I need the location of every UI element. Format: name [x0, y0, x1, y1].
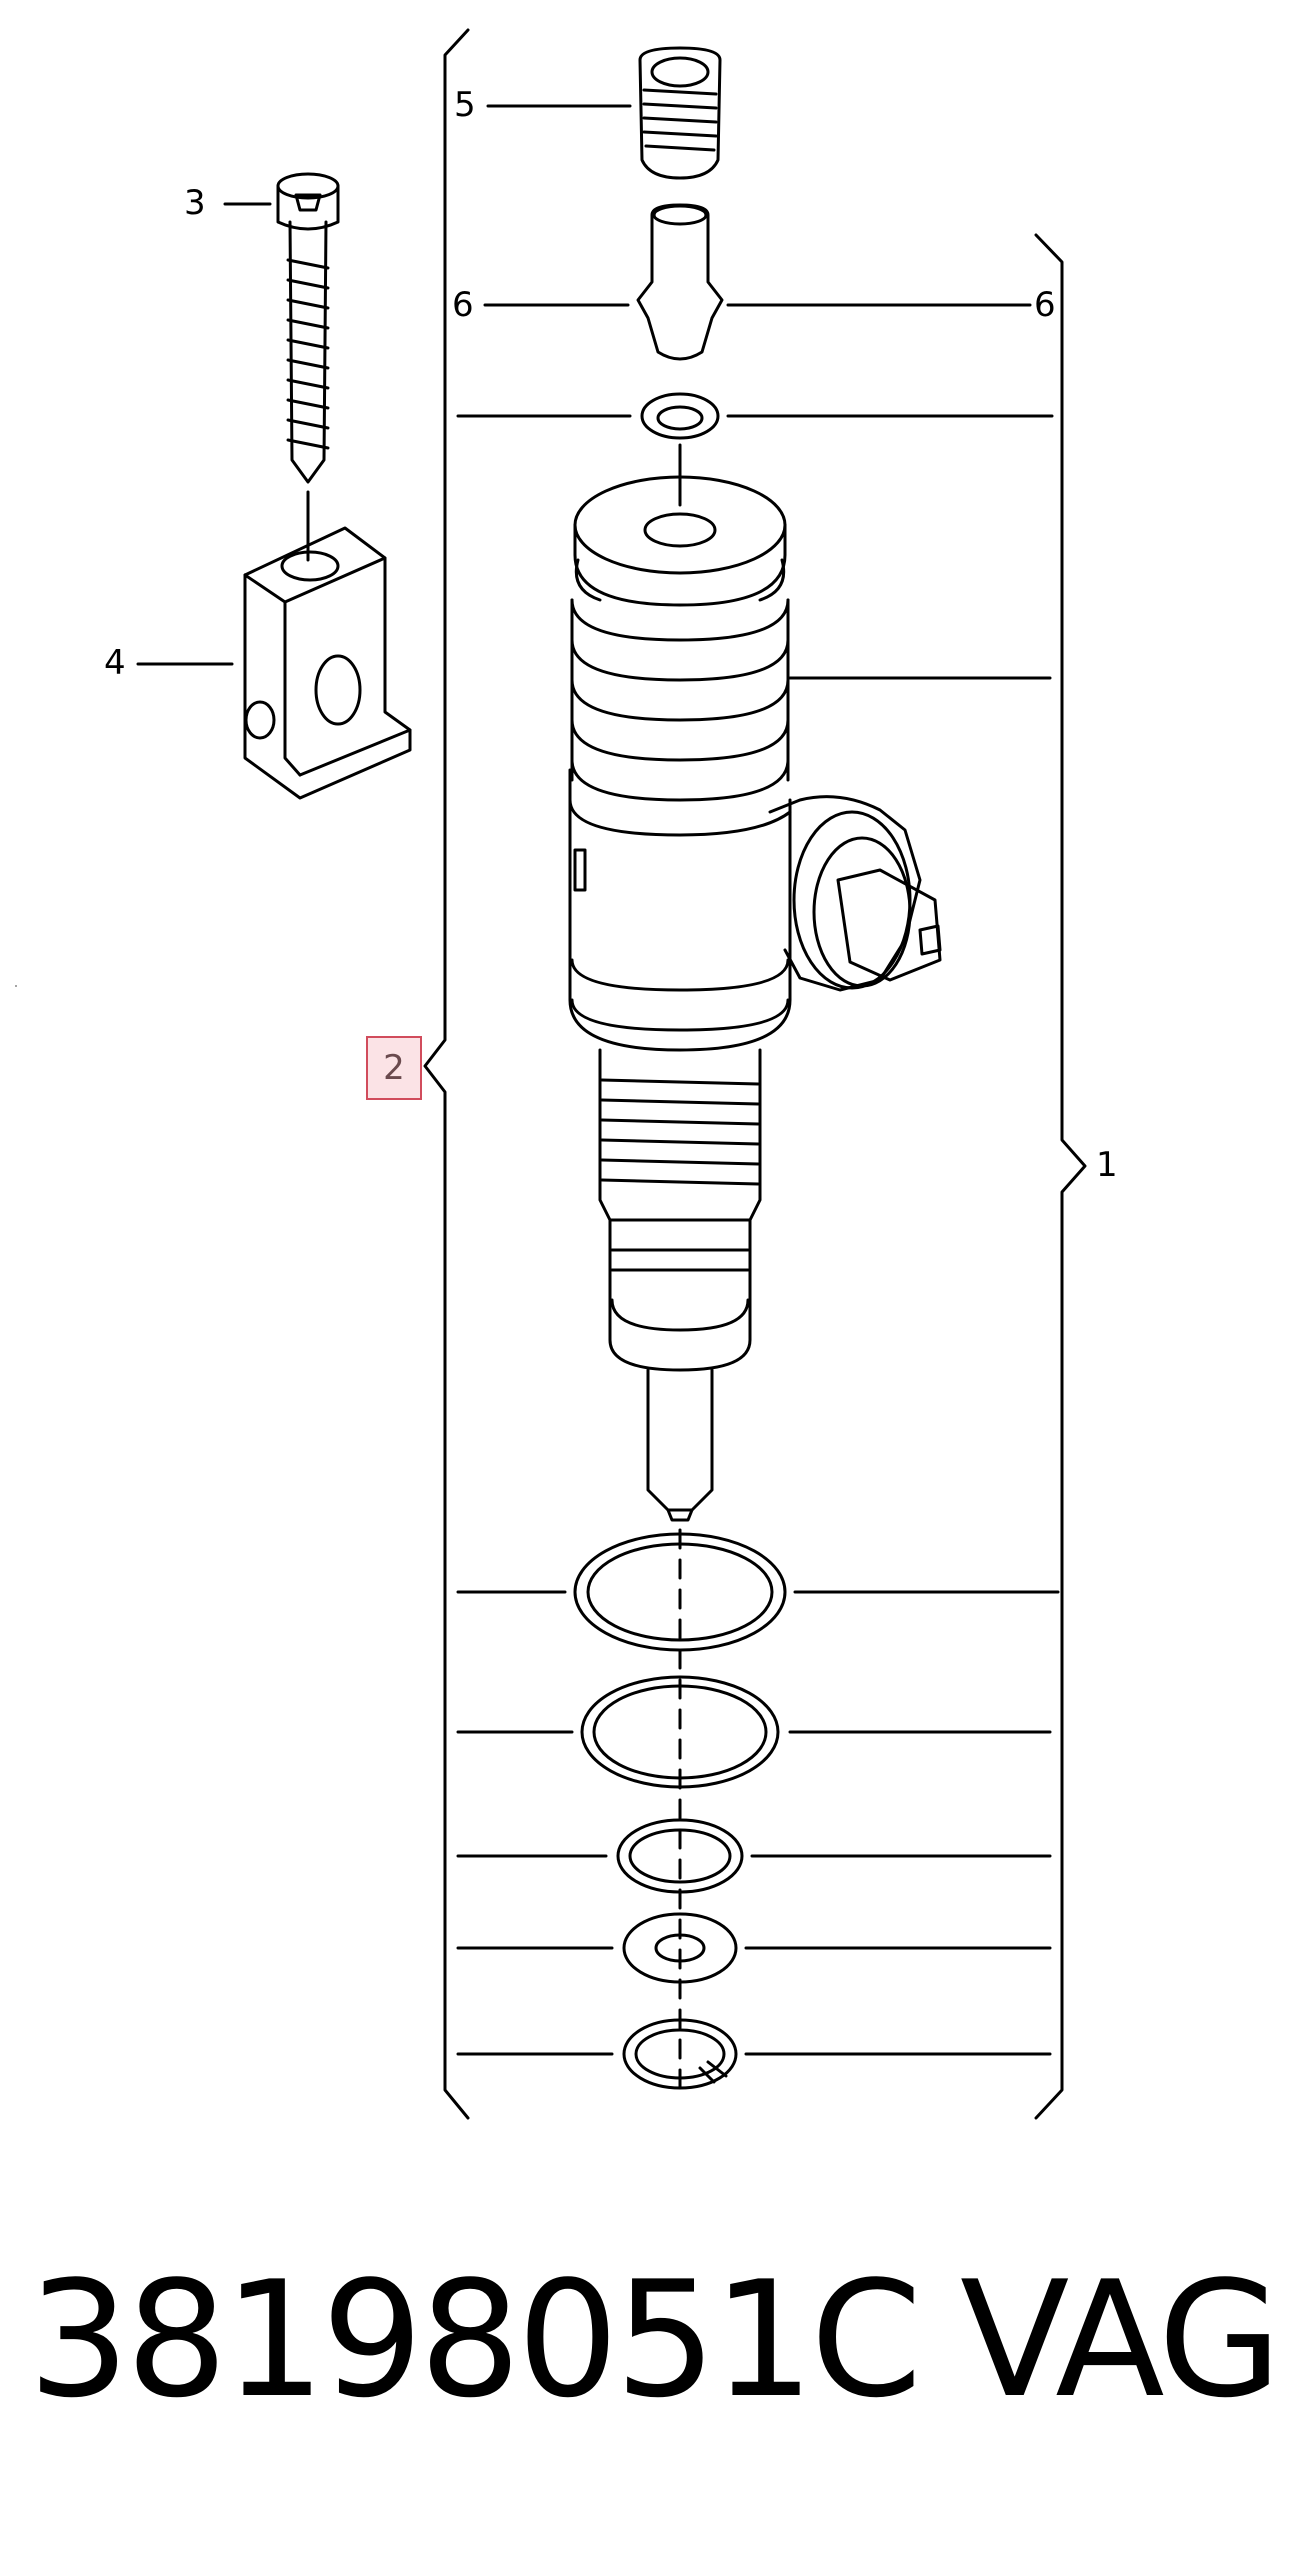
copper-washer: [456, 1818, 1052, 1894]
bolt: [223, 172, 340, 562]
brand-name: VAG: [960, 2246, 1282, 2433]
callout-2: 2: [383, 1048, 405, 1088]
callout-6-left: 6: [452, 285, 474, 325]
callout-2-highlight[interactable]: 2: [366, 1036, 422, 1100]
callout-5: 5: [454, 85, 476, 125]
large-o-ring: [456, 1532, 1060, 1652]
valve-insert: [483, 203, 1032, 361]
left-bracket: [423, 28, 470, 2120]
small-seal: [456, 392, 1054, 507]
circlip: [456, 2018, 1052, 2090]
heat-shield-washer: [456, 1912, 1052, 1984]
callout-6-right: 6: [1034, 285, 1056, 325]
second-o-ring: [456, 1675, 1052, 1789]
bleed-screw: [486, 46, 722, 180]
pump-injector: [568, 475, 1052, 1522]
callout-4: 4: [104, 643, 126, 683]
callout-1: 1: [1096, 1145, 1118, 1185]
part-number: 38198051C: [28, 2246, 922, 2433]
right-bracket: [1034, 233, 1087, 2120]
clamp: [136, 526, 412, 800]
callout-3: 3: [184, 183, 206, 223]
